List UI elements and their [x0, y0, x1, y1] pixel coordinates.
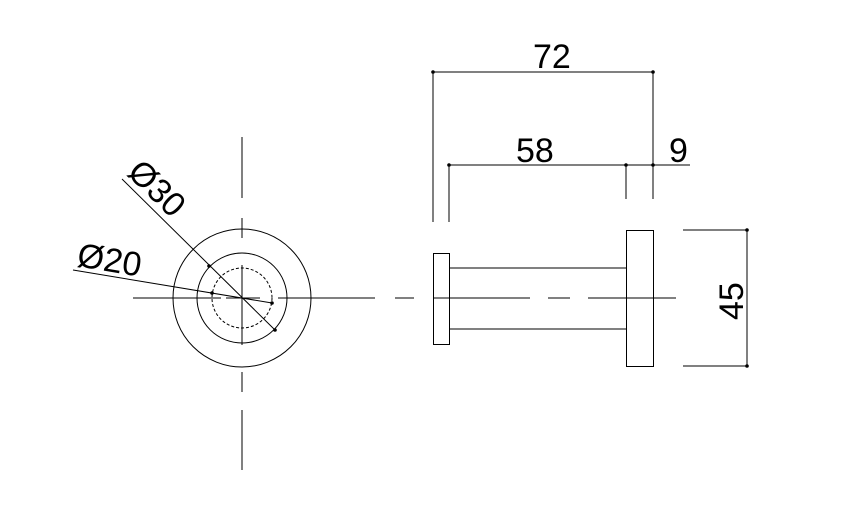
diameter-20-leader — [72, 269, 273, 304]
outer-rosette-circle — [172, 228, 312, 368]
diameter-20-label: Ø20 — [75, 236, 145, 284]
side-view: 72 58 9 45 — [431, 38, 751, 368]
dimension-45: 45 — [683, 228, 751, 368]
front-view: Ø30 Ø20 — [72, 137, 414, 470]
dimension-72: 72 — [431, 38, 655, 222]
overall-length-label: 72 — [533, 38, 571, 76]
leader-dot — [207, 264, 211, 268]
small-end-cap — [433, 253, 450, 345]
wall-plate — [626, 230, 654, 367]
hidden-inner-circle — [211, 267, 273, 329]
diameter-30-label: Ø30 — [120, 153, 192, 225]
diameter-30-leader — [121, 178, 276, 331]
plate-thickness-label: 9 — [669, 132, 688, 170]
leader-dot — [270, 301, 274, 305]
middle-circle — [196, 252, 288, 344]
dimension-58-9: 58 9 — [447, 132, 690, 222]
plate-height-label: 45 — [713, 282, 751, 320]
leader-dot — [210, 291, 214, 295]
leader-dot — [273, 328, 277, 332]
rod-length-label: 58 — [516, 132, 554, 170]
